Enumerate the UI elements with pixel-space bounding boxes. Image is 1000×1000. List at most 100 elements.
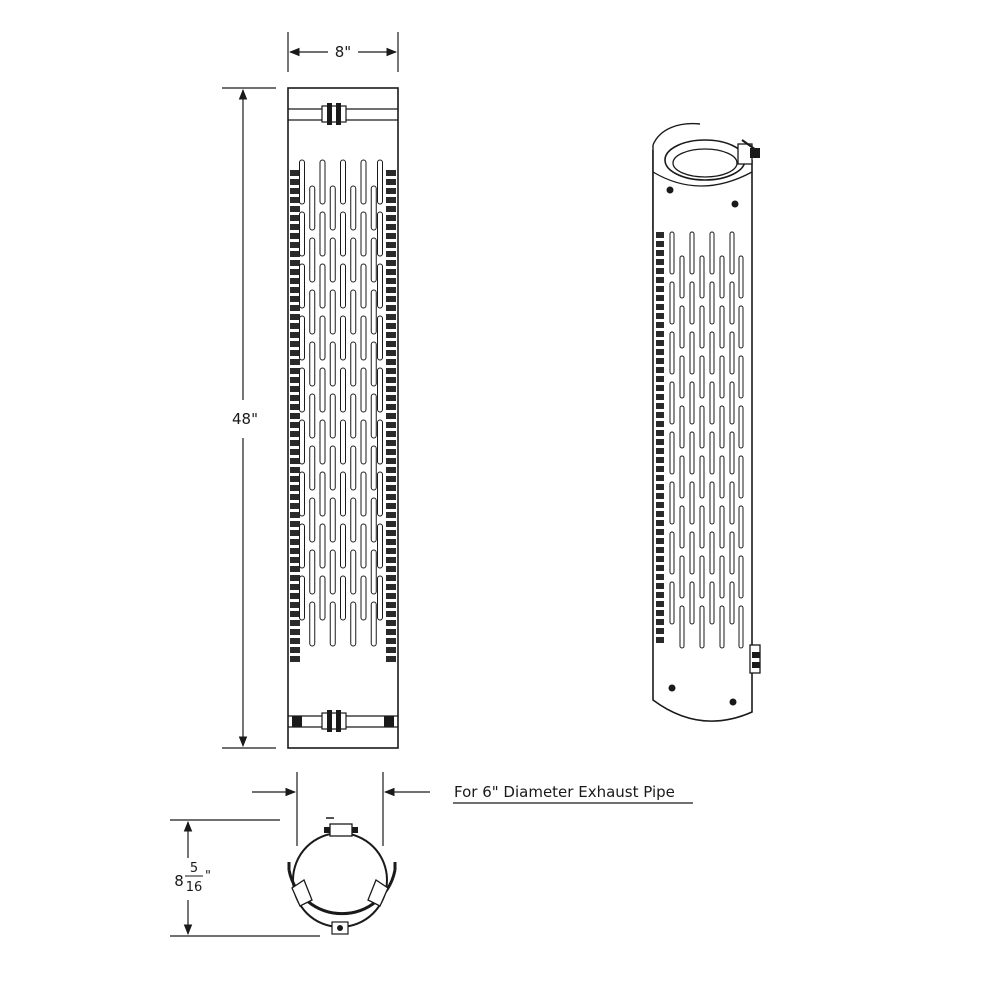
perforation-slot (738, 405, 744, 449)
edge-perforation (386, 395, 396, 401)
edge-perforation (386, 305, 396, 311)
perforation-slot (340, 315, 346, 361)
edge-perforation (386, 197, 396, 203)
edge-perforation (656, 376, 664, 382)
iso-top-clamp (737, 139, 760, 165)
height-dimension: 48" (222, 87, 276, 749)
iso-bolt (668, 684, 676, 692)
perforation-slot (699, 505, 705, 549)
edge-perforation (656, 457, 664, 463)
perforation-slot (340, 471, 346, 517)
perforation-slot (360, 315, 367, 361)
perforation-slot (689, 331, 695, 375)
edge-perforation (656, 520, 664, 526)
perforation-slot (309, 341, 316, 387)
edge-perforation (290, 386, 300, 392)
perforation-slot (738, 305, 744, 349)
edge-perforation (386, 386, 396, 392)
iso-bolt (729, 698, 737, 706)
edge-perforation (656, 484, 664, 490)
perforation-slot (370, 237, 377, 283)
perforation-slot (679, 605, 685, 649)
perforation-slot (329, 497, 336, 543)
edge-perforation (290, 179, 300, 185)
perforation-slot (738, 355, 744, 399)
perforation-slot (309, 497, 316, 543)
perforation-slot (329, 393, 336, 439)
isometric-view (652, 122, 761, 722)
plan-view: 8 5 16 " (170, 772, 430, 937)
perforation-slot (319, 159, 326, 205)
edge-perforation (386, 278, 396, 284)
edge-perforation (386, 629, 396, 635)
perforation-slot (699, 405, 705, 449)
perforation-slot (699, 255, 705, 299)
perforation-slot (719, 305, 725, 349)
perforation-slot (719, 355, 725, 399)
perforation-slot (299, 419, 305, 465)
perforation-slot (377, 211, 383, 257)
edge-perforation (290, 620, 300, 626)
perforation-slot (679, 355, 685, 399)
iso-bolt (731, 200, 739, 208)
edge-perforation (386, 485, 396, 491)
edge-perforation (290, 215, 300, 221)
edge-perforation (386, 377, 396, 383)
edge-perforation (386, 404, 396, 410)
edge-perforation (386, 296, 396, 302)
perforation-slot (377, 471, 383, 517)
edge-perforation (386, 476, 396, 482)
edge-perforation (656, 637, 664, 643)
edge-perforation (386, 575, 396, 581)
edge-perforation (656, 385, 664, 391)
perforation-slot (309, 289, 316, 335)
edge-perforation (290, 350, 300, 356)
perforation-slot (360, 159, 367, 205)
edge-perforation (386, 467, 396, 473)
perforation-slot (350, 393, 357, 439)
perforation-slot (709, 481, 715, 525)
edge-perforation (386, 251, 396, 257)
edge-perforation (386, 260, 396, 266)
perforation-slot (729, 381, 735, 425)
edge-perforation (290, 602, 300, 608)
height-label: 48" (232, 410, 258, 428)
edge-perforation (656, 529, 664, 535)
perforation-slot (370, 497, 377, 543)
edge-perforation (290, 458, 300, 464)
edge-perforation (656, 340, 664, 346)
edge-perforation (386, 431, 396, 437)
edge-perforation (386, 188, 396, 194)
edge-perforation (386, 584, 396, 590)
iso-bolt (666, 186, 674, 194)
edge-perforation (386, 341, 396, 347)
edge-perforation (386, 656, 396, 662)
edge-perforation (656, 421, 664, 427)
edge-perforation (386, 521, 396, 527)
bottom-clamp (288, 710, 398, 732)
edge-perforation (386, 314, 396, 320)
edge-perforation (386, 566, 396, 572)
perforation-slot (319, 419, 326, 465)
perforation-slot (719, 605, 725, 649)
edge-perforation (290, 368, 300, 374)
perforation-slot (738, 255, 744, 299)
edge-perforation (290, 413, 300, 419)
perforation-slot (709, 581, 715, 625)
perforation-slot (329, 185, 336, 231)
perforation-slot (360, 367, 367, 413)
perforation-slot (729, 281, 735, 325)
edge-perforation (290, 188, 300, 194)
edge-perforation (656, 232, 664, 238)
perforation-slot (340, 367, 346, 413)
edge-perforation (386, 557, 396, 563)
edge-perforation (386, 170, 396, 176)
depth-denominator: 16 (186, 880, 203, 895)
edge-perforation (290, 521, 300, 527)
edge-perforation (386, 413, 396, 419)
edge-perforation (290, 440, 300, 446)
edge-perforation (386, 602, 396, 608)
front-view: 8" 48" (222, 32, 399, 749)
perforation-slot (699, 355, 705, 399)
